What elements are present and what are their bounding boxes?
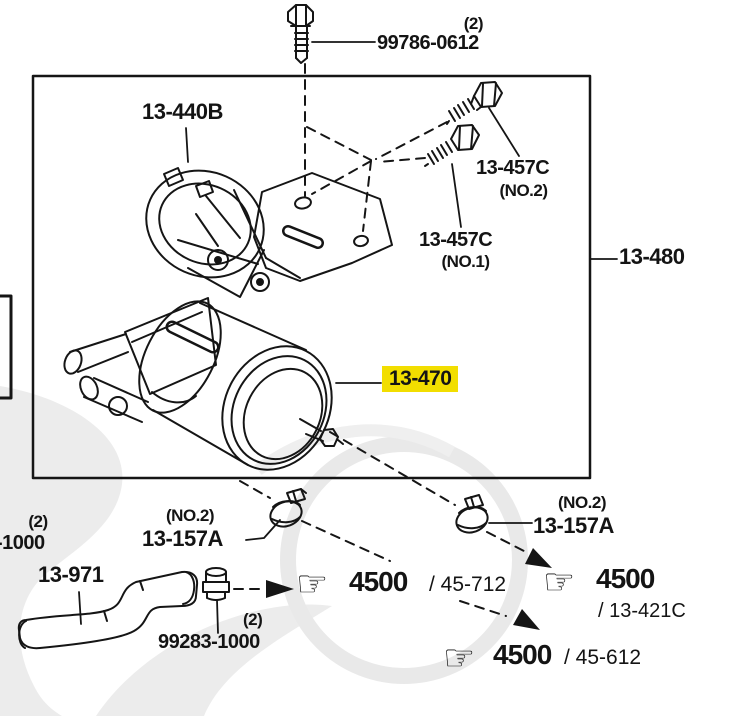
- filter-inlet-pipes-drawing: [63, 297, 217, 423]
- assembly-outline-box: [31, 74, 592, 480]
- ref3-model: 4500: [493, 639, 552, 670]
- ref1-code: / 45-712: [429, 573, 507, 596]
- pump-clamp-drawing: [145, 167, 301, 298]
- pump-part-number: 13-440B: [142, 99, 223, 124]
- bolt-no1-note: (NO.1): [441, 252, 491, 271]
- hand-pointer-icon: ☞: [543, 561, 575, 602]
- bolt-no2-note: (NO.2): [499, 181, 549, 200]
- hose-clamp-right-drawing: [455, 494, 489, 534]
- clamp-left-note: (NO.2): [166, 506, 215, 525]
- hose-part-number: 13-971: [38, 562, 104, 587]
- ref3-code: / 45-612: [564, 646, 642, 669]
- flow-arrowheads: [266, 548, 552, 630]
- partial-callout-box: [0, 294, 13, 400]
- hose-drawing: [17, 570, 199, 650]
- top-bolt-qty: (2): [463, 14, 484, 33]
- filter-part-number-highlighted: 13-470: [382, 366, 459, 392]
- hand-pointer-icon: ☞: [296, 563, 328, 604]
- small-clamp-part-number: 99283-1000: [158, 631, 260, 653]
- ref1-model: 4500: [349, 566, 408, 597]
- clamp-right-note: (NO.2): [558, 493, 607, 512]
- ref2-model: 4500: [596, 563, 655, 594]
- dashed-guide-lines: [233, 63, 525, 617]
- top-bolt-part-number: 99786-0612: [377, 32, 479, 54]
- ref2-code: / 13-421C: [598, 600, 686, 622]
- small-clamp-drawing: [202, 567, 230, 601]
- bracket-drawing: [253, 172, 393, 282]
- bolt-no1-part-number: 13-457C: [419, 229, 493, 251]
- clamp-right-part-number: 13-157A: [533, 513, 614, 538]
- assembly-part-number: 13-480: [619, 244, 685, 269]
- edge-partial-part-number: -1000: [0, 532, 45, 554]
- hand-pointer-icon: ☞: [443, 637, 475, 678]
- leader-lines: [78, 41, 618, 634]
- bolt-icon-no1: [424, 124, 480, 167]
- clamp-left-part-number: 13-157A: [142, 526, 223, 551]
- watermark-logo: [0, 386, 528, 716]
- small-clamp-qty: (2): [243, 610, 263, 629]
- bolt-no2-part-number: 13-457C: [476, 157, 550, 179]
- edge-partial-qty: (2): [28, 512, 48, 531]
- bolt-icon-no2: [446, 81, 503, 125]
- hose-clamp-left-drawing: [269, 488, 307, 528]
- fuel-filter-drawing: [138, 300, 344, 471]
- bolt-icon-top: [287, 4, 314, 64]
